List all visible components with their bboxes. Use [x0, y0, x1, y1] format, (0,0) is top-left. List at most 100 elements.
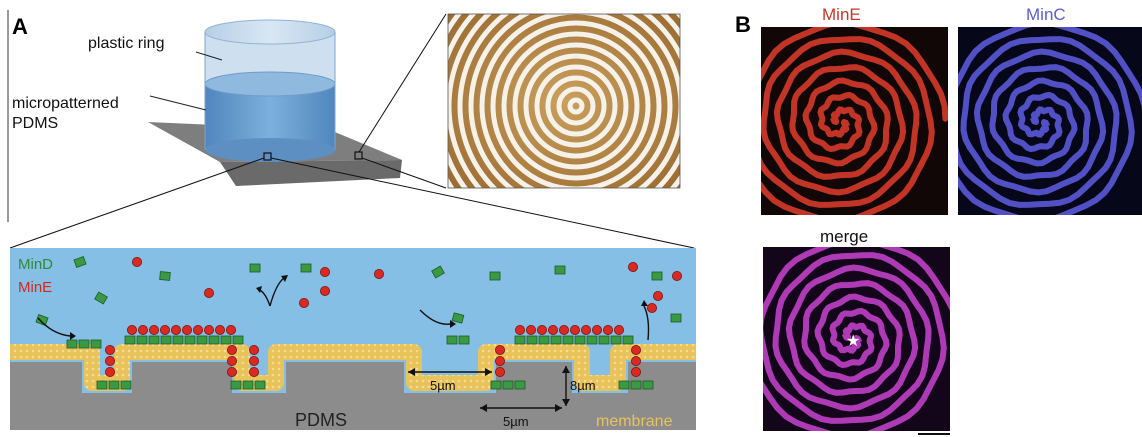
- pdms-slab-edge: [220, 160, 402, 186]
- mind-protein: [90, 339, 102, 349]
- mind-protein: [458, 335, 470, 345]
- mind-protein: [550, 335, 562, 345]
- mind-protein: [230, 380, 242, 390]
- mine-protein: [631, 355, 642, 366]
- mine-protein: [105, 355, 116, 366]
- mind-protein: [610, 335, 622, 345]
- mine-protein: [373, 268, 384, 279]
- pdms-substrate: [10, 362, 696, 430]
- mine-protein: [319, 285, 330, 296]
- mind-protein: [184, 335, 196, 345]
- mine-protein: [298, 297, 309, 308]
- mine-protein: [226, 344, 237, 355]
- mind-protein: [96, 380, 108, 390]
- mind-protein: [220, 335, 232, 345]
- mind-protein: [502, 380, 514, 390]
- mind-protein: [232, 335, 244, 345]
- mind-protein: [124, 335, 136, 345]
- mine-protein: [614, 324, 625, 335]
- mine-channel-title: MinE: [822, 5, 861, 24]
- micropattern-ring: [523, 53, 629, 159]
- mine-protein: [248, 355, 259, 366]
- plastic-ring-leader: [195, 51, 223, 61]
- zoom-line-bottom: [361, 157, 447, 189]
- merge-micrograph: [763, 247, 950, 431]
- micropattern-ring: [468, 14, 680, 188]
- mind-protein: [160, 335, 172, 345]
- micropattern-ring: [457, 14, 680, 188]
- binding-arrows: [37, 277, 650, 341]
- minc-spiral-waves: [958, 27, 1142, 215]
- mind-protein: [538, 335, 550, 345]
- pdms-leader: [149, 95, 207, 111]
- dimension-heads: [408, 366, 570, 412]
- zoom-marker-ring: [263, 152, 272, 161]
- mind-protein: [618, 380, 630, 390]
- zoom-line-top: [358, 13, 447, 153]
- min-proteins: [35, 256, 683, 390]
- mine-protein: [494, 355, 505, 366]
- micropattern-image: [448, 14, 680, 188]
- mine-protein: [159, 324, 170, 335]
- micropattern-ring: [490, 20, 662, 188]
- merge-channel-title: merge: [820, 227, 868, 246]
- plastic-ring-label: plastic ring: [88, 35, 164, 52]
- panel-a-letter: A: [12, 14, 28, 39]
- mind-protein: [431, 265, 445, 279]
- mind-protein: [242, 380, 254, 390]
- mine-protein: [603, 324, 614, 335]
- mind-protein: [196, 335, 208, 345]
- pdms-substrate-label: PDMS: [295, 410, 347, 430]
- micropattern-ring: [567, 97, 585, 115]
- zoom-line-right: [270, 157, 695, 249]
- mind-protein: [73, 256, 87, 268]
- mine-protein: [526, 324, 537, 335]
- mine-protein: [570, 324, 581, 335]
- spiral-wave-arm: [958, 27, 1142, 208]
- mind-protein: [35, 314, 49, 326]
- mine-micrograph: [761, 27, 948, 215]
- mine-protein: [105, 366, 116, 377]
- mine-protein: [127, 324, 138, 335]
- schematic: 5µm 8µm 5µm MinD MinE PDMS membrane: [10, 248, 696, 430]
- mine-protein: [137, 324, 148, 335]
- mind-protein: [108, 380, 120, 390]
- micropattern-ring: [479, 14, 673, 188]
- mine-protein: [672, 270, 683, 281]
- mine-label: MinE: [18, 279, 52, 296]
- mind-protein: [78, 339, 90, 349]
- mine-protein: [225, 324, 236, 335]
- mind-protein: [554, 265, 566, 275]
- mind-protein: [651, 271, 663, 281]
- minc-channel-title: MinC: [1026, 5, 1066, 24]
- micropattern-ring: [501, 31, 651, 181]
- mine-protein: [548, 324, 559, 335]
- spiral-wave-arm: [761, 27, 948, 208]
- mind-protein: [526, 335, 538, 345]
- mind-protein: [514, 380, 526, 390]
- membrane-label: membrane: [596, 413, 673, 430]
- mind-protein: [120, 380, 132, 390]
- mind-protein: [208, 335, 220, 345]
- merge-spiral-waves: [763, 247, 950, 431]
- mine-protein: [631, 366, 642, 377]
- mine-protein: [226, 366, 237, 377]
- mine-protein: [647, 302, 658, 313]
- mind-protein: [446, 335, 458, 345]
- mine-protein: [653, 290, 664, 301]
- dim-5um-width: 5µm: [430, 378, 456, 393]
- mine-protein: [248, 344, 259, 355]
- mind-protein: [490, 380, 502, 390]
- mine-spiral-waves: [761, 27, 948, 215]
- mind-protein: [136, 335, 148, 345]
- mind-protein: [249, 263, 261, 273]
- mine-protein: [494, 366, 505, 377]
- mind-protein: [630, 380, 642, 390]
- mind-protein: [642, 380, 654, 390]
- mind-protein: [562, 335, 574, 345]
- micropattern-ring: [556, 86, 596, 126]
- arrow-heads: [70, 275, 648, 340]
- spiral-wave-arm: [763, 247, 950, 424]
- mine-protein: [131, 256, 142, 267]
- mind-protein: [172, 335, 184, 345]
